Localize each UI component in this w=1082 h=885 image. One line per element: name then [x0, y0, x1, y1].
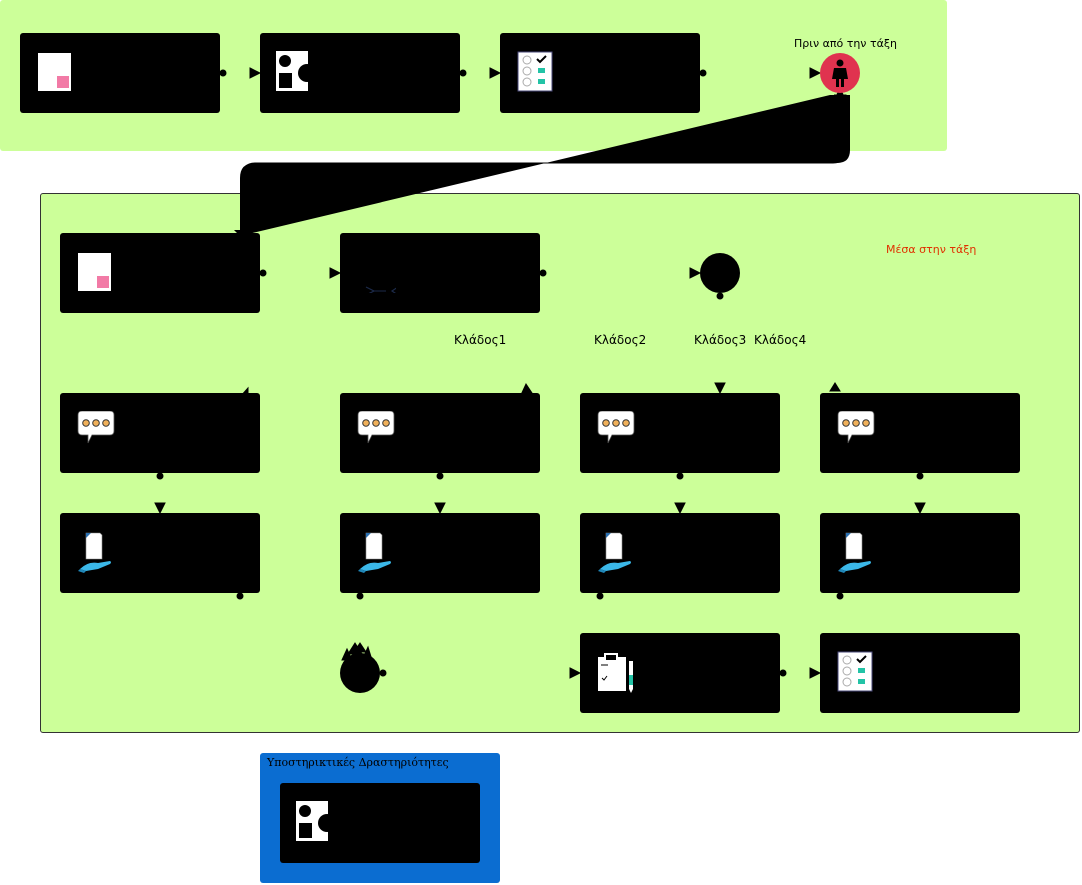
- activity-box-chat-1[interactable]: [60, 393, 260, 473]
- activity-box-pre-3[interactable]: [500, 33, 700, 113]
- activity-box-handout-1[interactable]: [60, 513, 260, 593]
- activity-box-pre-1[interactable]: [20, 33, 220, 113]
- lane-title-support: Υποστηρικτικές Δραστηριότητες: [267, 756, 449, 769]
- hand-document-icon: [596, 531, 636, 573]
- chat-bubble-icon: [76, 411, 116, 453]
- document-icon: [76, 251, 116, 293]
- activity-box-clipboard[interactable]: [580, 633, 780, 713]
- document-icon: [36, 51, 76, 93]
- checklist-icon: [516, 51, 556, 93]
- branch-label-2: Κλάδος2: [594, 333, 647, 347]
- branch-label-3: Κλάδος3: [694, 333, 747, 347]
- lane-title-before-class: Πριν από την τάξη: [794, 37, 897, 50]
- shapes-icon: [276, 51, 316, 93]
- activity-box-chat-3[interactable]: [580, 393, 780, 473]
- compare-icon: [356, 251, 396, 293]
- activity-box-handout-3[interactable]: [580, 513, 780, 593]
- hand-document-icon: [356, 531, 396, 573]
- branch-label-1: Κλάδος1: [454, 333, 507, 347]
- activity-box-handout-2[interactable]: [340, 513, 540, 593]
- chat-bubble-icon: [356, 411, 396, 453]
- activity-box-pre-2[interactable]: [260, 33, 460, 113]
- checklist-icon: [836, 651, 876, 693]
- activity-box-in-1[interactable]: [60, 233, 260, 313]
- activity-box-in-2[interactable]: [340, 233, 540, 313]
- activity-box-chat-2[interactable]: [340, 393, 540, 473]
- hand-document-icon: [76, 531, 116, 573]
- clipboard-icon: [596, 651, 636, 693]
- person-icon: [832, 59, 848, 87]
- activity-box-chat-4[interactable]: [820, 393, 1020, 473]
- activity-box-checklist[interactable]: [820, 633, 1020, 713]
- shapes-icon: [296, 801, 336, 843]
- activity-box-support[interactable]: [280, 783, 480, 863]
- activity-box-handout-4[interactable]: [820, 513, 1020, 593]
- chat-bubble-icon: [836, 411, 876, 453]
- decision-node[interactable]: [700, 253, 740, 293]
- chat-bubble-icon: [596, 411, 636, 453]
- merge-node[interactable]: [340, 653, 380, 693]
- person-node[interactable]: [820, 53, 860, 93]
- hand-document-icon: [836, 531, 876, 573]
- branch-label-4: Κλάδος4: [754, 333, 807, 347]
- lane-title-in-class: Μέσα στην τάξη: [886, 243, 977, 256]
